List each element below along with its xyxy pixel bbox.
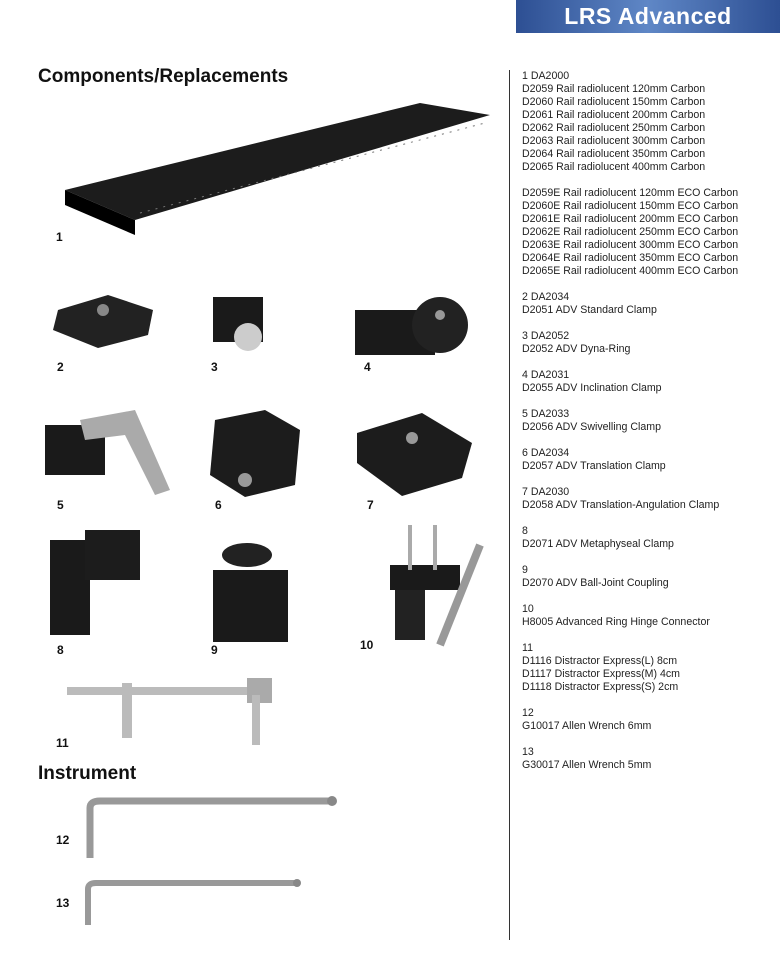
translation-angulation-clamp-image — [357, 413, 472, 496]
figure-label-13: 13 — [56, 896, 70, 910]
parts-list-item: D2057 ADV Translation Clamp — [522, 460, 666, 472]
metaphyseal-clamp-image — [50, 530, 140, 635]
parts-list-item: D2064E Rail radiolucent 350mm ECO Carbon — [522, 252, 739, 264]
figure-label-6: 6 — [215, 498, 222, 512]
parts-list-item: 7 DA2030 — [522, 486, 570, 498]
figure-label-7: 7 — [367, 498, 374, 512]
parts-list-item: D2059 Rail radiolucent 120mm Carbon — [522, 83, 706, 95]
parts-list-item: 3 DA2052 — [522, 330, 570, 342]
ring-hinge-connector-image — [390, 525, 484, 647]
title-banner: LRS Advanced — [516, 0, 780, 33]
parts-list-item: G30017 Allen Wrench 5mm — [522, 759, 652, 771]
parts-list-item: 8 — [522, 525, 528, 537]
parts-list-item: D2065 Rail radiolucent 400mm Carbon — [522, 161, 706, 173]
figure-label-9: 9 — [211, 643, 218, 657]
figure-label-10: 10 — [360, 638, 374, 652]
section-heading-components: Components/Replacements — [38, 66, 289, 87]
distractor-express-image — [67, 678, 272, 745]
rail-image — [65, 103, 490, 235]
parts-list-item: 13 — [522, 746, 534, 758]
parts-list-item: D1118 Distractor Express(S) 2cm — [522, 681, 679, 693]
swivelling-clamp-image — [45, 410, 170, 495]
figure-label-3: 3 — [211, 360, 218, 374]
parts-list-item: 9 — [522, 564, 528, 576]
parts-list-item: D2062E Rail radiolucent 250mm ECO Carbon — [522, 226, 739, 238]
parts-list-item: D2055 ADV Inclination Clamp — [522, 382, 662, 394]
parts-list-item: D2065E Rail radiolucent 400mm ECO Carbon — [522, 265, 739, 277]
figure-label-8: 8 — [57, 643, 64, 657]
parts-list-item: 5 DA2033 — [522, 408, 570, 420]
divider — [509, 70, 510, 940]
parts-list-item: G10017 Allen Wrench 6mm — [522, 720, 652, 732]
standard-clamp-image — [53, 295, 153, 348]
figure-label-4: 4 — [364, 360, 371, 374]
parts-list-item: 4 DA2031 — [522, 369, 570, 381]
parts-list-item: 6 DA2034 — [522, 447, 570, 459]
parts-list-item: 2 DA2034 — [522, 291, 570, 303]
figure-label-12: 12 — [56, 833, 70, 847]
parts-list-item: D2056 ADV Swivelling Clamp — [522, 421, 661, 433]
parts-list-item: D1116 Distractor Express(L) 8cm — [522, 655, 678, 667]
parts-list-item: D2063 Rail radiolucent 300mm Carbon — [522, 135, 706, 147]
parts-list-item: D2064 Rail radiolucent 350mm Carbon — [522, 148, 706, 160]
parts-list-item: D2061E Rail radiolucent 200mm ECO Carbon — [522, 213, 739, 225]
parts-list-item: 12 — [522, 707, 534, 719]
parts-list-item: D2071 ADV Metaphyseal Clamp — [522, 538, 674, 550]
inclination-clamp-image — [355, 297, 468, 355]
parts-list-item: D1117 Distractor Express(M) 4cm — [522, 668, 680, 680]
parts-list-item: D2062 Rail radiolucent 250mm Carbon — [522, 122, 706, 134]
translation-clamp-image — [210, 410, 300, 497]
parts-list-item: D2060 Rail radiolucent 150mm Carbon — [522, 96, 706, 108]
parts-list-item: D2052 ADV Dyna-Ring — [522, 343, 631, 355]
allen-wrench-6mm-image — [86, 796, 337, 858]
section-heading-instrument: Instrument — [38, 763, 137, 784]
allen-wrench-5mm-image — [85, 879, 301, 925]
parts-list-item: H8005 Advanced Ring Hinge Connector — [522, 616, 710, 628]
parts-list-item: D2061 Rail radiolucent 200mm Carbon — [522, 109, 706, 121]
parts-list-item: 10 — [522, 603, 534, 615]
figure-label-2: 2 — [57, 360, 64, 374]
parts-list-item: 1 DA2000 — [522, 70, 570, 82]
dyna-ring-image — [213, 297, 263, 351]
parts-list-item: D2063E Rail radiolucent 300mm ECO Carbon — [522, 239, 739, 251]
figure-label-1: 1 — [56, 230, 63, 244]
parts-list-item: D2058 ADV Translation-Angulation Clamp — [522, 499, 720, 511]
ball-joint-coupling-image — [213, 543, 288, 642]
figure-label-11: 11 — [56, 736, 69, 750]
parts-list-item: 11 — [522, 642, 533, 654]
parts-list-item: D2059E Rail radiolucent 120mm ECO Carbon — [522, 187, 739, 199]
parts-group: D2059E Rail radiolucent 120mm ECO Carbon… — [522, 187, 738, 278]
figure-label-5: 5 — [57, 498, 64, 512]
parts-list-item: D2051 ADV Standard Clamp — [522, 304, 657, 316]
parts-list-item: D2070 ADV Ball-Joint Coupling — [522, 577, 669, 589]
parts-list-item: D2060E Rail radiolucent 150mm ECO Carbon — [522, 200, 739, 212]
